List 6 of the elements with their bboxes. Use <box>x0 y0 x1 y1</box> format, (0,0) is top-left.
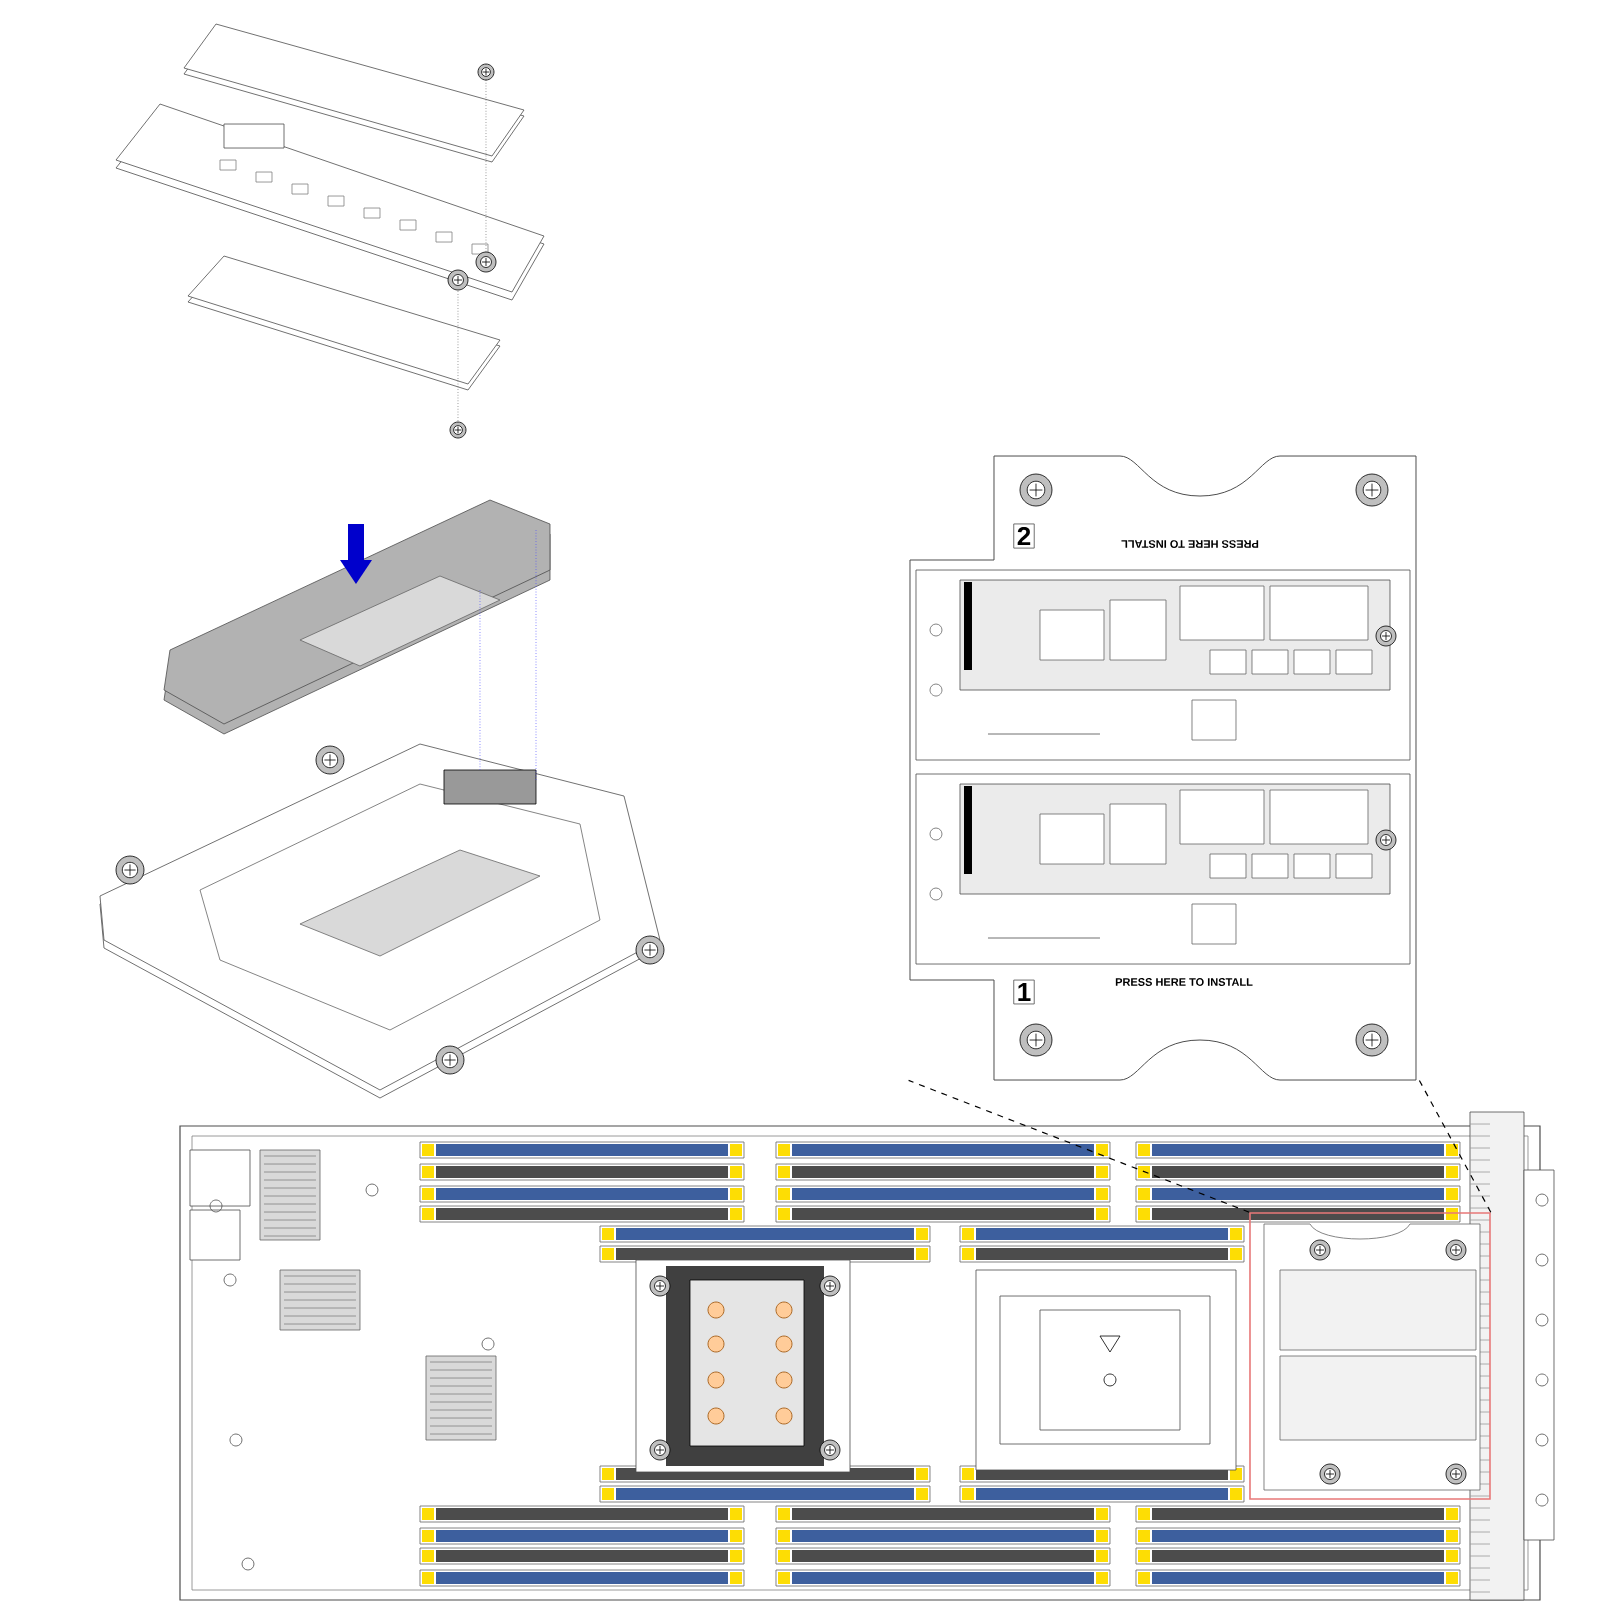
slot-number: 1 <box>1013 979 1035 1005</box>
zoom-line <box>1418 1079 1492 1213</box>
slot-number: 2 <box>1013 523 1035 549</box>
highlight-box <box>1249 1212 1491 1500</box>
zoom-line <box>908 1079 1250 1213</box>
m2-riser-detail-drawing <box>909 455 1417 1081</box>
